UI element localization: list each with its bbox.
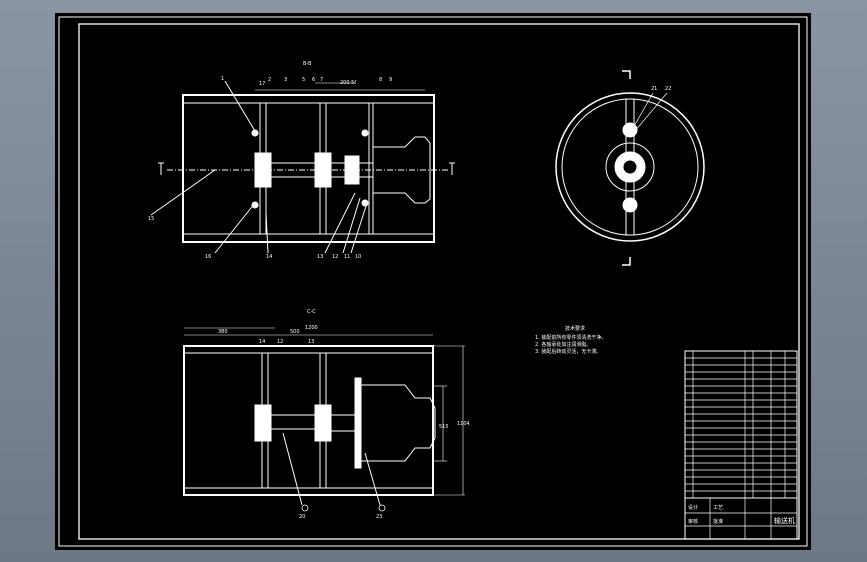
leader-label: 21	[651, 86, 657, 92]
drum-outer	[555, 92, 705, 242]
dim-label: 1200	[305, 325, 318, 331]
title-block-label: 批准	[713, 518, 723, 525]
bottom-view	[183, 327, 465, 512]
section-mark-cc: C-C	[307, 309, 316, 315]
dim-label: 14	[259, 339, 265, 345]
inner-frame	[78, 23, 800, 540]
leader-label: 14	[266, 254, 272, 260]
section-mark-bb: B-B	[303, 61, 312, 67]
notes-title: 技术要求	[565, 325, 585, 332]
title-block-label: 设计	[688, 504, 698, 511]
leader-label: 13	[317, 254, 323, 260]
dim-label: 13	[308, 339, 314, 345]
side-view-labels: 21 22	[651, 86, 671, 92]
dim-label: 9	[389, 77, 392, 83]
dim-label: 12	[277, 339, 283, 345]
leader-label: 22	[665, 86, 671, 92]
vertical-dim-label: 1104	[457, 421, 470, 427]
title-block-label: 审核	[688, 518, 698, 525]
housing-outer	[182, 94, 435, 243]
dim-label: 6	[312, 77, 315, 83]
leader-label: 12	[332, 254, 338, 260]
dim-label: 5	[302, 77, 305, 83]
bottom-view-labels: C-C 380 500 1200 14 12 13 515 1104 20 23	[218, 309, 470, 520]
dim-label: 7	[320, 77, 323, 83]
leader-label: 1	[221, 76, 224, 82]
title-block	[684, 350, 798, 540]
title-block-text: 输送机 设计 审核 工艺 批准	[688, 504, 795, 525]
notes-line: 2. 各轴承处加注润滑脂。	[535, 341, 591, 348]
leader-label: 11	[344, 254, 350, 260]
leader-label: 20	[299, 514, 305, 520]
engineering-drawing: B-B 17 2 3 5 6 7 200 5f 8 9 1 16 15 14 1…	[58, 16, 808, 547]
leader-label: 15	[148, 216, 154, 222]
dim-label: 8	[379, 77, 382, 83]
dim-label: 17	[259, 81, 265, 87]
technical-notes: 技术要求 1. 装配前所有零件须清洗干净。 2. 各轴承处加注润滑脂。 3. 装…	[535, 325, 606, 355]
drawing-name: 输送机	[774, 516, 795, 525]
cad-viewport[interactable]: B-B 17 2 3 5 6 7 200 5f 8 9 1 16 15 14 1…	[55, 13, 811, 550]
leader-label: 10	[355, 254, 361, 260]
side-view	[555, 70, 705, 266]
dim-label: 3	[284, 77, 287, 83]
title-block-label: 工艺	[713, 505, 723, 511]
dim-label: 380	[218, 329, 228, 335]
dim-label: 500	[290, 329, 300, 335]
top-view-labels: B-B 17 2 3 5 6 7 200 5f 8 9 1 16 15 14 1…	[148, 61, 392, 260]
notes-line: 3. 装配后转动灵活，无卡滞。	[535, 348, 601, 355]
outer-frame	[58, 16, 808, 547]
dim-label: 2	[268, 77, 271, 83]
top-view	[150, 80, 455, 254]
leader-label: 23	[376, 514, 382, 520]
notes-line: 1. 装配前所有零件须清洗干净。	[535, 334, 606, 341]
housing-outer	[183, 345, 434, 496]
dim-label: 200 5f	[340, 80, 356, 86]
vertical-dim-label: 515	[439, 424, 449, 430]
leader-label: 16	[205, 254, 211, 260]
